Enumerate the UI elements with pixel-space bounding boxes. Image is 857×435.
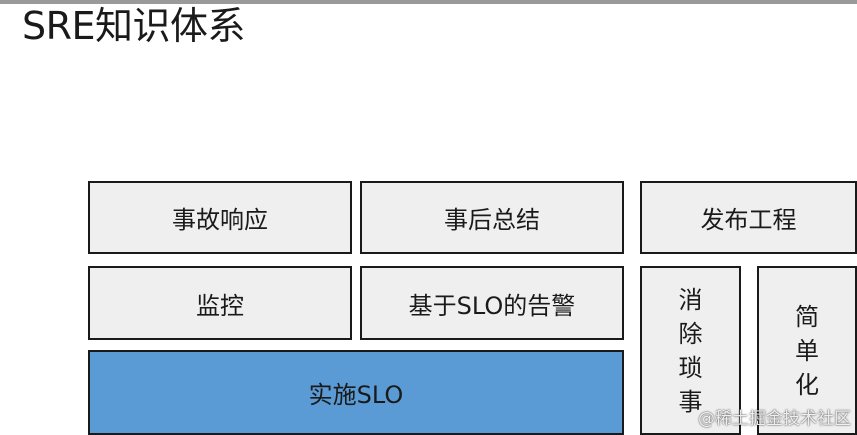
page-title: SRE知识体系: [22, 4, 246, 48]
block-slo-alerting-label: 基于SLO的告警: [408, 291, 576, 320]
block-postmortem: 事后总结: [360, 181, 624, 254]
toil-char: 除: [678, 319, 703, 348]
simplicity-char: 简: [795, 302, 819, 331]
block-monitoring-label: 监控: [196, 291, 244, 320]
block-release-engineering-label: 发布工程: [700, 206, 797, 234]
block-incident-response-label: 事故响应: [172, 206, 268, 234]
simplicity-char: 化: [795, 370, 819, 399]
block-slo-alerting: 基于SLO的告警: [360, 266, 624, 340]
block-postmortem-label: 事后总结: [444, 206, 540, 234]
block-incident-response: 事故响应: [88, 181, 352, 254]
block-implement-slo: 实施SLO: [88, 350, 624, 435]
block-implement-slo-label: 实施SLO: [308, 381, 404, 409]
top-border: [0, 0, 857, 4]
block-release-engineering: 发布工程: [640, 181, 857, 254]
toil-char: 事: [678, 387, 703, 416]
simplicity-char: 单: [795, 336, 819, 365]
block-simplicity: 简 单 化: [757, 266, 857, 435]
toil-char: 消: [678, 285, 703, 314]
toil-char: 琐: [678, 353, 703, 382]
watermark: @稀土掘金技术社区: [698, 409, 851, 429]
block-toil-elimination: 消 除 琐 事: [640, 266, 741, 435]
block-monitoring: 监控: [88, 266, 352, 340]
